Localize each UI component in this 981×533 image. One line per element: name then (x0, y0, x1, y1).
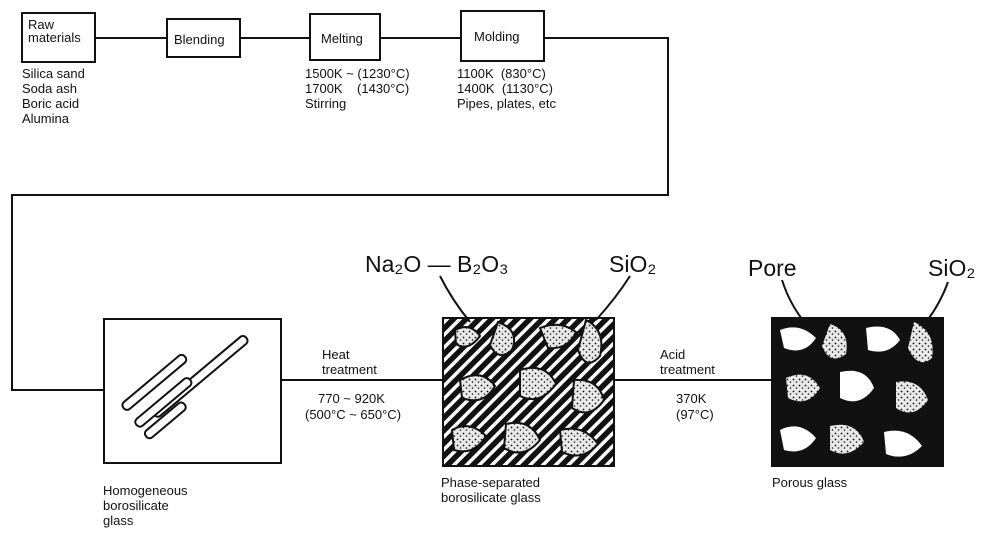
blending-box: Blending (166, 18, 241, 58)
molding-condition: 1400K (1130°C) (457, 82, 553, 96)
raw-material-item: Soda ash (22, 82, 77, 96)
phase-separated-caption-line: Phase-separated (441, 476, 540, 490)
raw-materials-label-line2: materials (28, 31, 89, 44)
phase-label: Na₂O — B₂O₃ (365, 252, 509, 276)
molding-label: Molding (474, 30, 531, 43)
phase-silica-label: SiO₂ (609, 252, 656, 276)
homogeneous-caption-line: glass (103, 514, 133, 528)
raw-materials-box: Raw materials (21, 12, 96, 63)
pore-label: Pore (748, 256, 797, 280)
molding-condition: 1100K (830°C) (457, 67, 546, 81)
melting-box: Melting (309, 13, 381, 61)
raw-material-item: Silica sand (22, 67, 85, 81)
heat-treatment-label: treatment (322, 363, 377, 377)
melting-label: Melting (321, 32, 369, 45)
homogeneous-caption-line: borosilicate (103, 499, 169, 513)
molding-box: Molding (460, 10, 545, 62)
heat-treatment-label: Heat (322, 348, 349, 362)
acid-treatment-label: treatment (660, 363, 715, 377)
porous-glass-microstructure (772, 318, 943, 466)
raw-material-item: Boric acid (22, 97, 79, 111)
homogeneous-caption-line: Homogeneous (103, 484, 188, 498)
heat-treatment-condition: (500°C ~ 650°C) (305, 408, 401, 422)
homogeneous-glass-box (103, 318, 282, 464)
heat-treatment-condition: 770 ~ 920K (318, 392, 385, 406)
phase-separated-microstructure (443, 318, 614, 466)
porous-caption-line: Porous glass (772, 476, 847, 490)
porous-silica-label: SiO₂ (928, 256, 975, 280)
molding-condition: Pipes, plates, etc (457, 97, 556, 111)
melting-condition: 1500K ~ (1230°C) (305, 67, 410, 81)
melting-condition: Stirring (305, 97, 346, 111)
acid-treatment-label: Acid (660, 348, 685, 362)
phase-separated-caption-line: borosilicate glass (441, 491, 541, 505)
acid-treatment-condition: 370K (676, 392, 706, 406)
acid-treatment-condition: (97°C) (676, 408, 714, 422)
blending-label: Blending (174, 33, 233, 46)
melting-condition: 1700K (1430°C) (305, 82, 409, 96)
raw-material-item: Alumina (22, 112, 69, 126)
